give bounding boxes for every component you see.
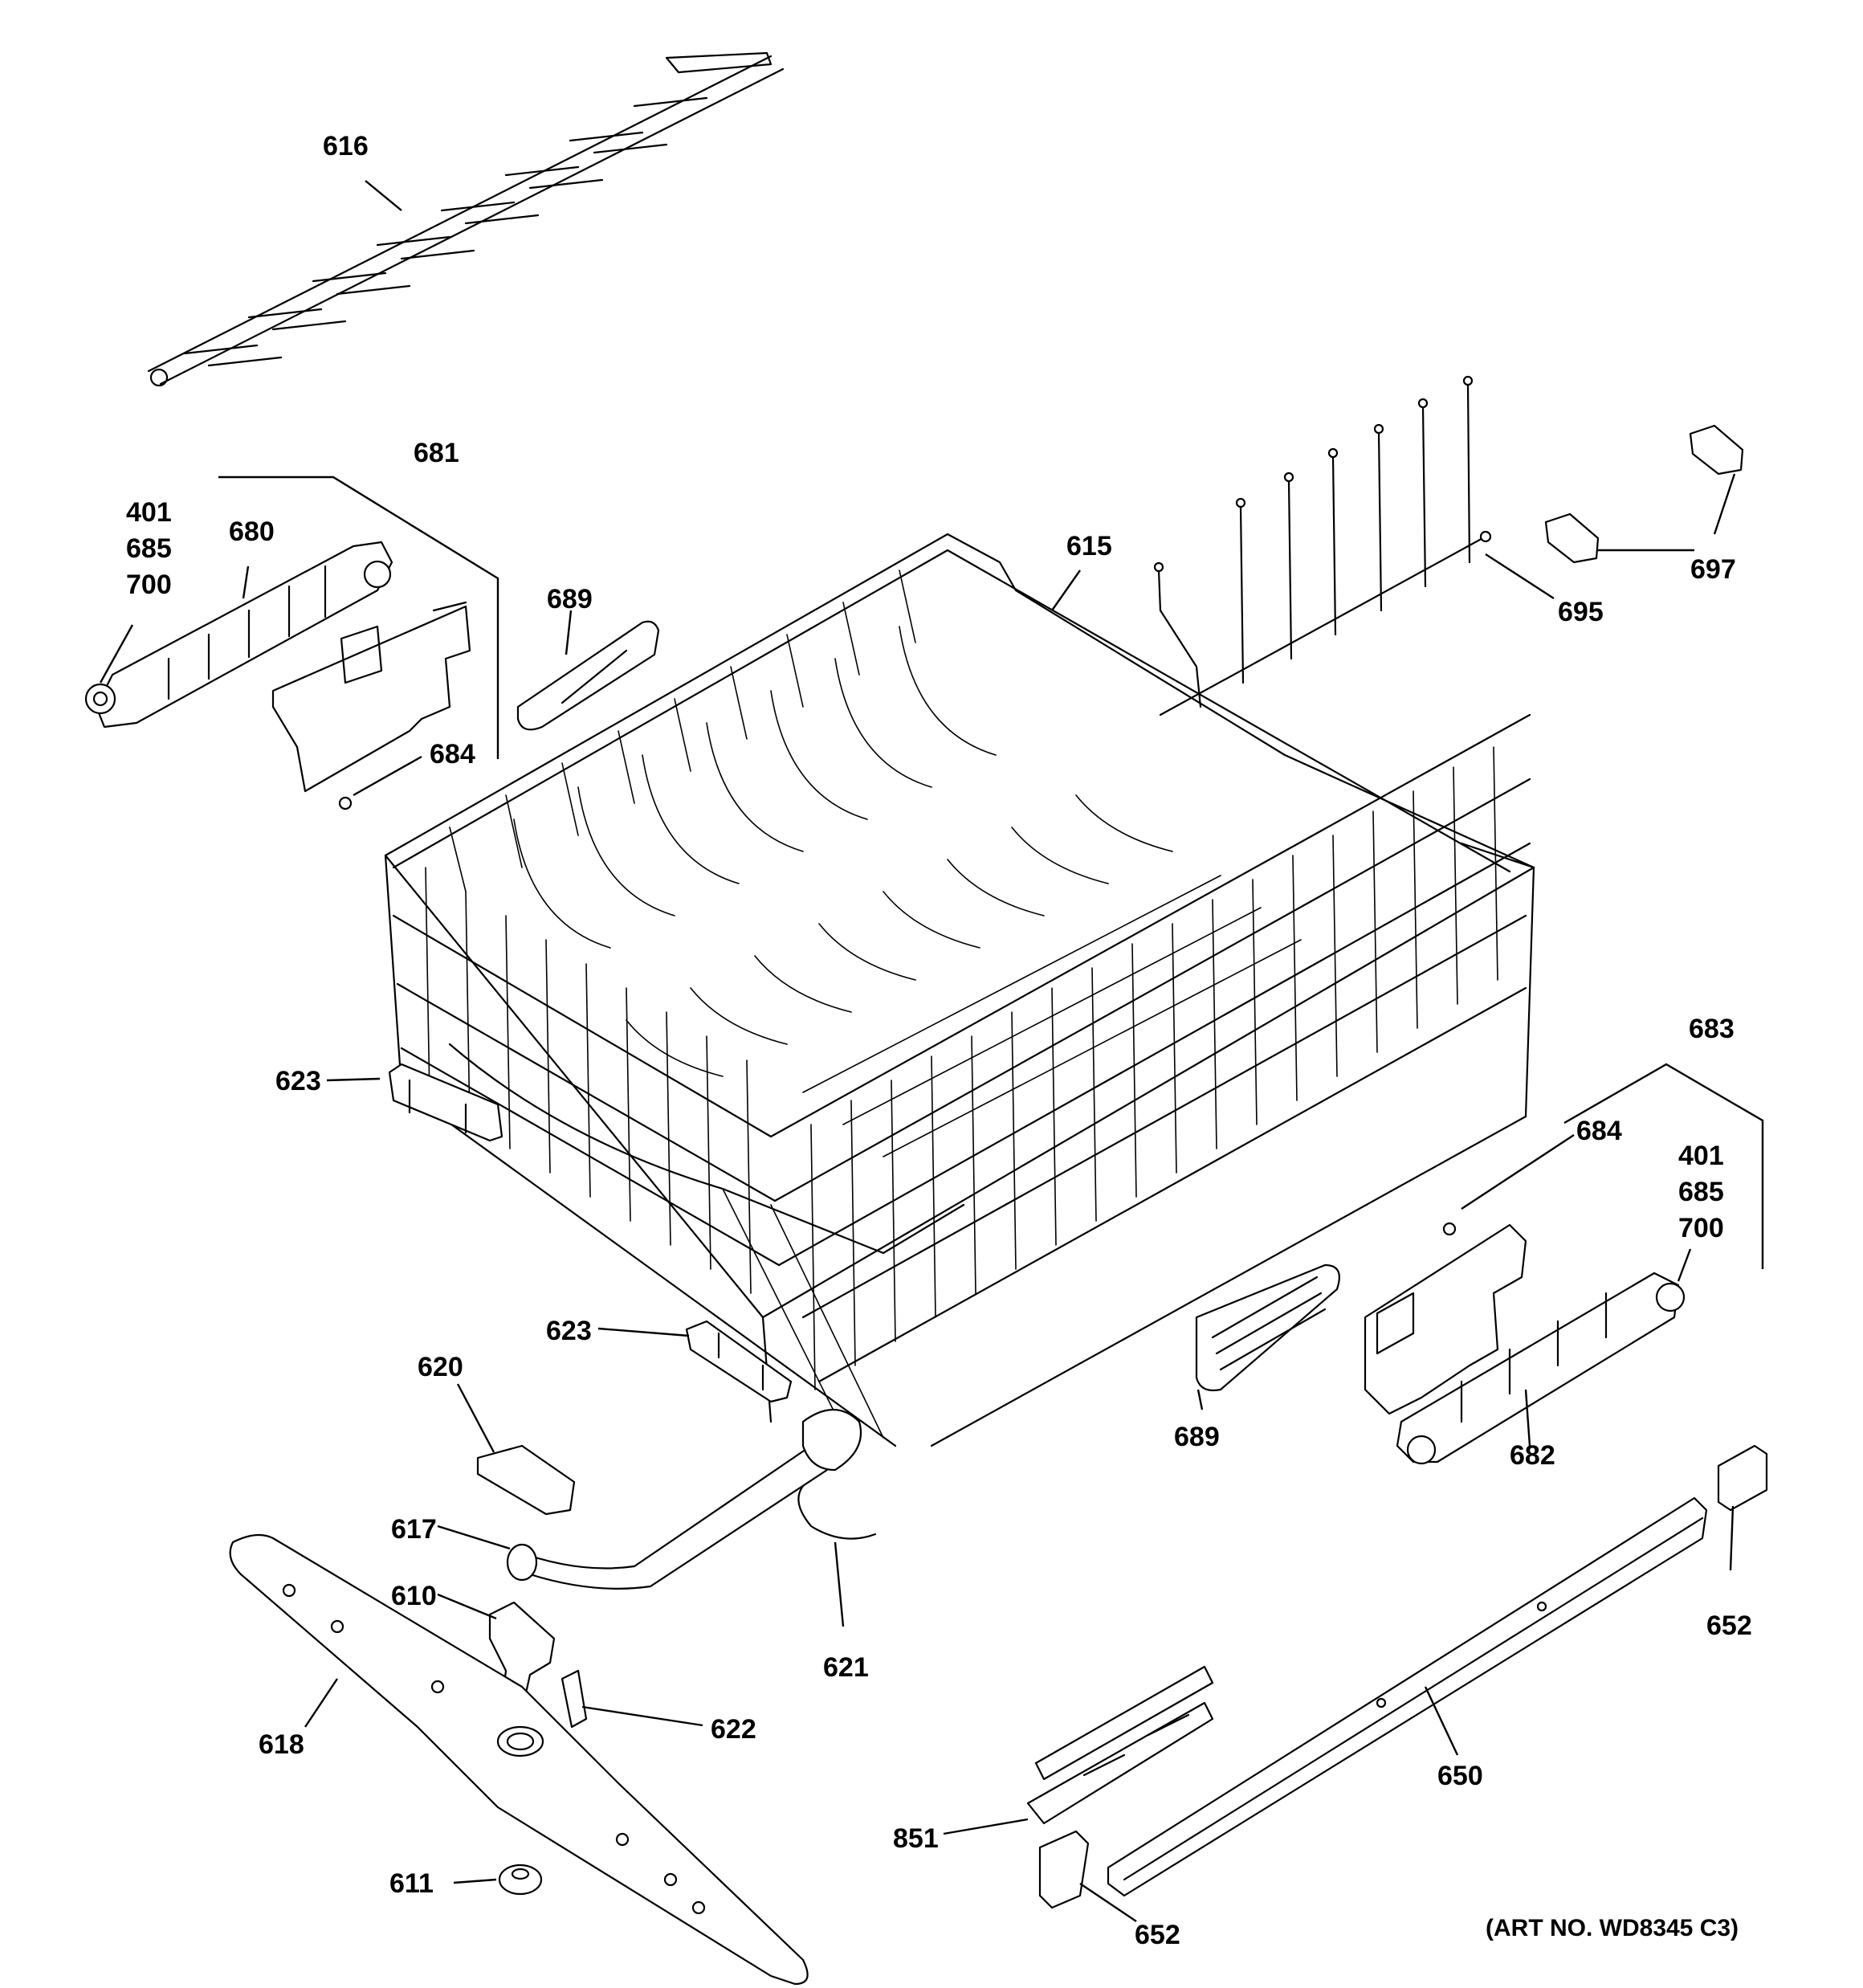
callout-401: 401 (126, 497, 172, 528)
leader-lines (99, 180, 1736, 1922)
bumper-689-lower (1195, 1263, 1340, 1392)
callout-617: 617 (391, 1514, 437, 1545)
clips-697 (1544, 424, 1744, 564)
callout-695: 695 (1558, 597, 1604, 627)
callout-652: 652 (1135, 1920, 1180, 1950)
callout-610: 610 (391, 1581, 437, 1611)
tine-row-616 (147, 51, 785, 387)
callout-684: 684 (1576, 1116, 1622, 1146)
spray-arm-618 (229, 1533, 809, 1986)
bumper-689-upper (516, 620, 660, 731)
callout-618: 618 (259, 1729, 304, 1760)
callout-623: 623 (275, 1066, 321, 1096)
callout-851: 851 (893, 1823, 939, 1854)
cup-shelf-695 (1153, 375, 1492, 716)
art-number: (ART NO. WD8345 C3) (1486, 1915, 1739, 1941)
slide-rail-650 (1107, 1496, 1708, 1897)
callout-689: 689 (547, 584, 593, 614)
callout-697: 697 (1690, 554, 1736, 585)
cover-620 (476, 1444, 576, 1516)
roller-assembly-681 (84, 476, 499, 810)
clamp-621 (797, 1484, 877, 1540)
callout-689: 689 (1174, 1422, 1220, 1452)
inner-slide-851 (1026, 1665, 1214, 1825)
callout-401: 401 (1678, 1141, 1724, 1171)
callout-616: 616 (323, 131, 369, 161)
callout-622: 622 (711, 1714, 756, 1745)
callout-685: 685 (126, 533, 172, 564)
callout-685: 685 (1678, 1177, 1724, 1207)
screw-622 (561, 1669, 588, 1729)
nut-611 (498, 1863, 543, 1896)
callout-620: 620 (418, 1352, 463, 1382)
callout-621: 621 (823, 1652, 869, 1683)
end-stop-652-left (1038, 1830, 1090, 1909)
callout-615: 615 (1066, 531, 1112, 561)
clip-623-lower (685, 1320, 793, 1403)
callout-labels: 616 681 401 685 700 680 689 684 615 697 … (126, 131, 1752, 1950)
end-stop-652-right (1717, 1444, 1768, 1512)
callout-623: 623 (546, 1316, 592, 1346)
callout-652: 652 (1706, 1610, 1752, 1641)
callout-684: 684 (430, 739, 475, 769)
callout-680: 680 (229, 516, 275, 547)
clip-623-upper (388, 1063, 503, 1142)
roller-assembly-683 (1364, 1063, 1764, 1465)
callout-681: 681 (414, 438, 459, 468)
callout-682: 682 (1510, 1440, 1555, 1471)
callout-611: 611 (389, 1868, 434, 1899)
callout-700: 700 (1678, 1213, 1724, 1243)
upper-rack-615 (384, 533, 1535, 1447)
callout-683: 683 (1689, 1014, 1735, 1044)
callout-650: 650 (1437, 1761, 1483, 1791)
water-tube-617 (506, 1408, 862, 1590)
callout-700: 700 (126, 569, 172, 600)
